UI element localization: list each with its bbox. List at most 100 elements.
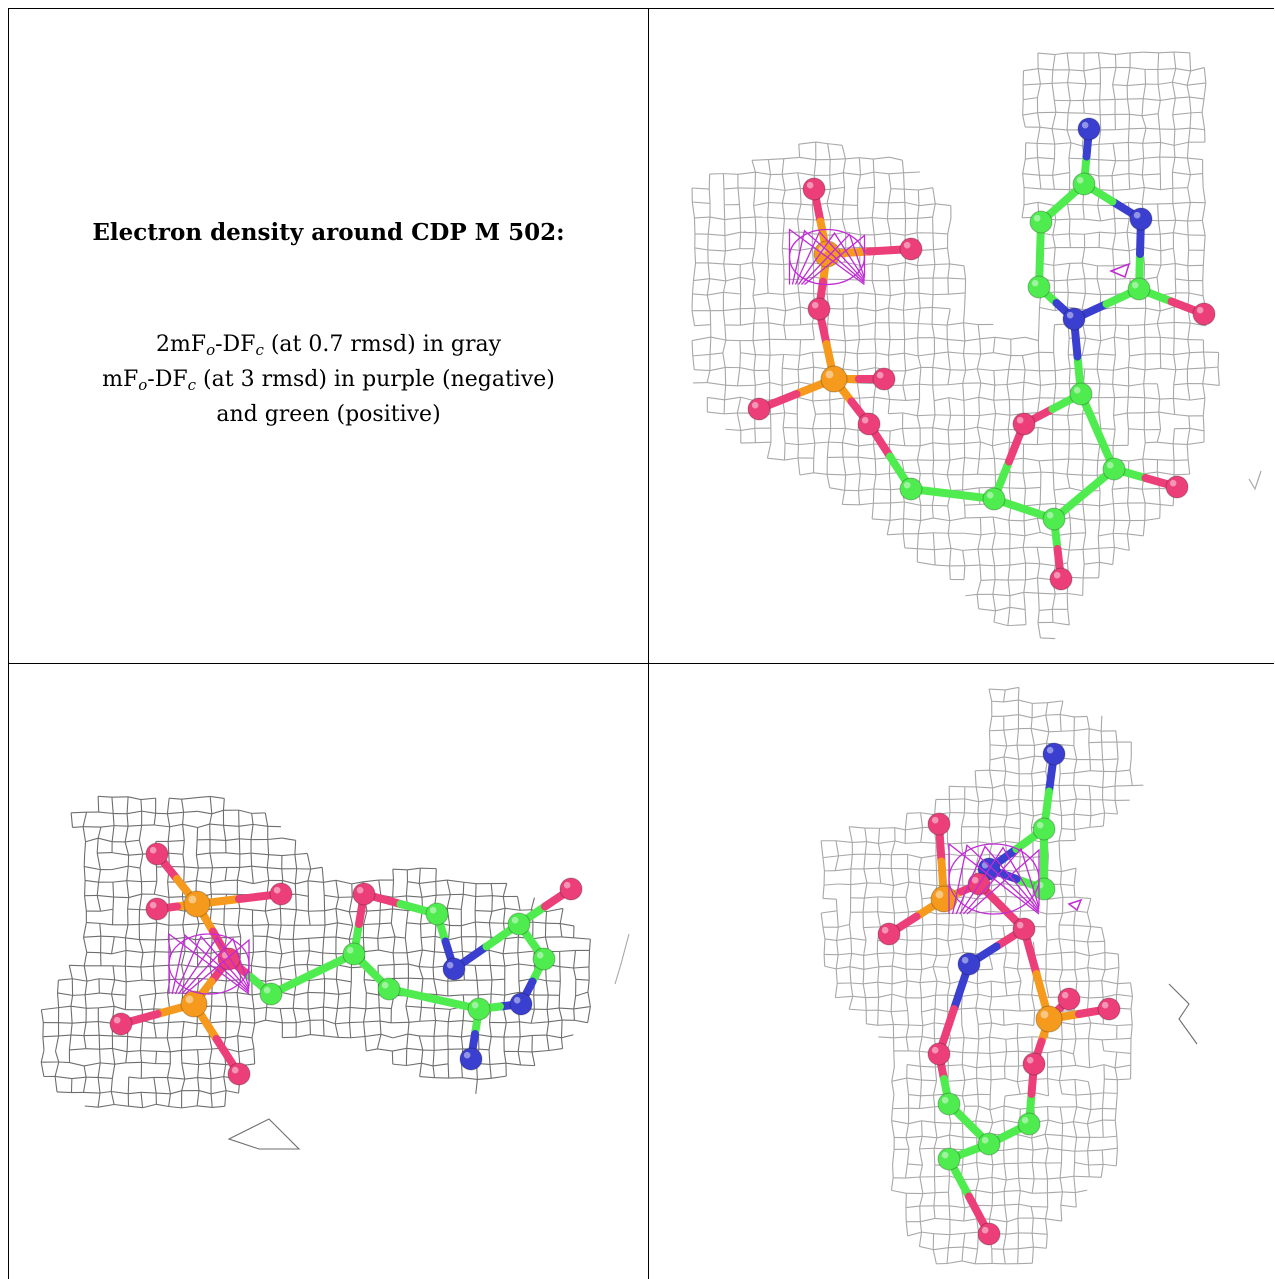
mesh-segment bbox=[841, 219, 847, 233]
mesh-segment bbox=[964, 564, 981, 567]
mesh-segment bbox=[1074, 770, 1091, 774]
mesh-segment bbox=[936, 980, 951, 985]
mesh-segment bbox=[1006, 381, 1025, 386]
mesh-segment bbox=[253, 879, 269, 885]
mesh-segment bbox=[84, 841, 87, 856]
mesh-segment bbox=[739, 352, 741, 368]
mesh-segment bbox=[903, 471, 921, 475]
mesh-segment bbox=[1175, 68, 1191, 72]
mesh-segment bbox=[1097, 520, 1101, 537]
mesh-segment bbox=[111, 865, 129, 871]
mesh-segment bbox=[517, 937, 519, 953]
mesh-segment bbox=[1067, 413, 1083, 416]
mesh-segment bbox=[1005, 1039, 1008, 1052]
mesh-segment bbox=[976, 1218, 980, 1233]
mesh-segment bbox=[1172, 248, 1176, 264]
nitrogen-atom bbox=[459, 1047, 483, 1071]
mesh-segment bbox=[1144, 397, 1160, 400]
mesh-segment bbox=[1098, 159, 1116, 162]
mesh-segment bbox=[978, 396, 994, 401]
mesh-segment bbox=[918, 1136, 923, 1149]
mesh-segment bbox=[921, 1079, 937, 1082]
mesh-segment bbox=[1070, 142, 1083, 147]
mesh-segment bbox=[813, 443, 816, 459]
mesh-segment bbox=[812, 428, 816, 444]
mesh-segment bbox=[83, 1091, 101, 1094]
mesh-segment bbox=[891, 1120, 895, 1138]
mesh-segment bbox=[153, 980, 157, 994]
mesh-segment bbox=[751, 248, 756, 263]
mesh-segment bbox=[932, 427, 949, 431]
mesh-segment bbox=[1156, 323, 1161, 338]
mesh-segment bbox=[1097, 205, 1102, 222]
mesh-segment bbox=[85, 879, 99, 883]
mesh-segment bbox=[1017, 687, 1020, 701]
mesh-segment bbox=[782, 202, 802, 205]
mesh-segment bbox=[1112, 84, 1116, 100]
mesh-segment bbox=[961, 1007, 976, 1010]
mesh-segment bbox=[1045, 1147, 1049, 1164]
mesh-segment bbox=[858, 292, 876, 295]
mesh-segment bbox=[222, 798, 225, 811]
mesh-segment bbox=[977, 1038, 980, 1053]
mesh-segment bbox=[873, 474, 877, 490]
mesh-segment bbox=[874, 339, 877, 354]
mesh-segment bbox=[908, 1120, 922, 1125]
mesh-segment bbox=[723, 250, 726, 265]
mesh-segment bbox=[575, 978, 590, 981]
mesh-segment bbox=[933, 1176, 936, 1193]
mesh-segment bbox=[1144, 263, 1161, 266]
mesh-segment bbox=[1032, 702, 1048, 704]
mesh-segment bbox=[1127, 533, 1144, 537]
mesh-segment bbox=[1031, 980, 1034, 995]
mesh-segment bbox=[1066, 279, 1069, 293]
mesh-segment bbox=[989, 952, 1007, 956]
mesh-segment bbox=[1115, 1093, 1118, 1110]
mesh-segment bbox=[1005, 840, 1020, 844]
mesh-segment bbox=[392, 1047, 407, 1052]
mesh-segment bbox=[796, 204, 802, 220]
mesh-segment bbox=[992, 1204, 1005, 1207]
mesh-segment bbox=[947, 277, 966, 280]
mesh-segment bbox=[97, 796, 100, 813]
mesh-segment bbox=[920, 1094, 934, 1097]
mesh-segment bbox=[811, 352, 815, 368]
mesh-segment bbox=[1116, 769, 1131, 773]
mesh-segment bbox=[932, 442, 950, 445]
mesh-segment bbox=[1016, 1066, 1020, 1082]
mesh-segment bbox=[86, 978, 100, 982]
oxygen-atom bbox=[927, 812, 951, 836]
mesh-segment bbox=[253, 1008, 256, 1024]
mesh-segment bbox=[858, 322, 876, 327]
mesh-segment bbox=[462, 1077, 478, 1080]
mesh-segment bbox=[336, 994, 340, 1009]
mesh-segment bbox=[1059, 871, 1062, 885]
mesh-segment bbox=[1036, 127, 1041, 144]
oxygen-atom-highlight bbox=[1016, 921, 1024, 929]
carbon-atom bbox=[1017, 1112, 1041, 1136]
cage-line bbox=[797, 231, 866, 285]
mesh-segment bbox=[877, 982, 880, 998]
mesh-segment bbox=[98, 978, 115, 981]
mesh-segment bbox=[281, 950, 294, 955]
mesh-segment bbox=[1088, 742, 1091, 760]
mesh-segment bbox=[989, 1218, 1007, 1223]
mesh-segment bbox=[906, 1078, 910, 1095]
mesh-segment bbox=[209, 813, 213, 825]
mesh-segment bbox=[1114, 1120, 1118, 1137]
mesh-segment bbox=[1205, 366, 1219, 369]
mesh-segment bbox=[1159, 397, 1174, 400]
mesh-segment bbox=[1031, 770, 1046, 775]
mesh-segment bbox=[1171, 82, 1176, 99]
mesh-segment bbox=[112, 813, 115, 826]
mesh-segment bbox=[739, 340, 741, 353]
mesh-segment bbox=[1037, 325, 1040, 341]
mesh-segment bbox=[888, 173, 892, 189]
mesh-segment bbox=[934, 1066, 938, 1081]
mesh-segment bbox=[889, 443, 905, 447]
mesh-segment bbox=[1114, 336, 1129, 341]
mesh-segment bbox=[55, 1075, 72, 1080]
mesh-segment bbox=[1040, 471, 1054, 474]
mesh-segment bbox=[418, 1035, 424, 1051]
mesh-segment bbox=[993, 385, 996, 401]
